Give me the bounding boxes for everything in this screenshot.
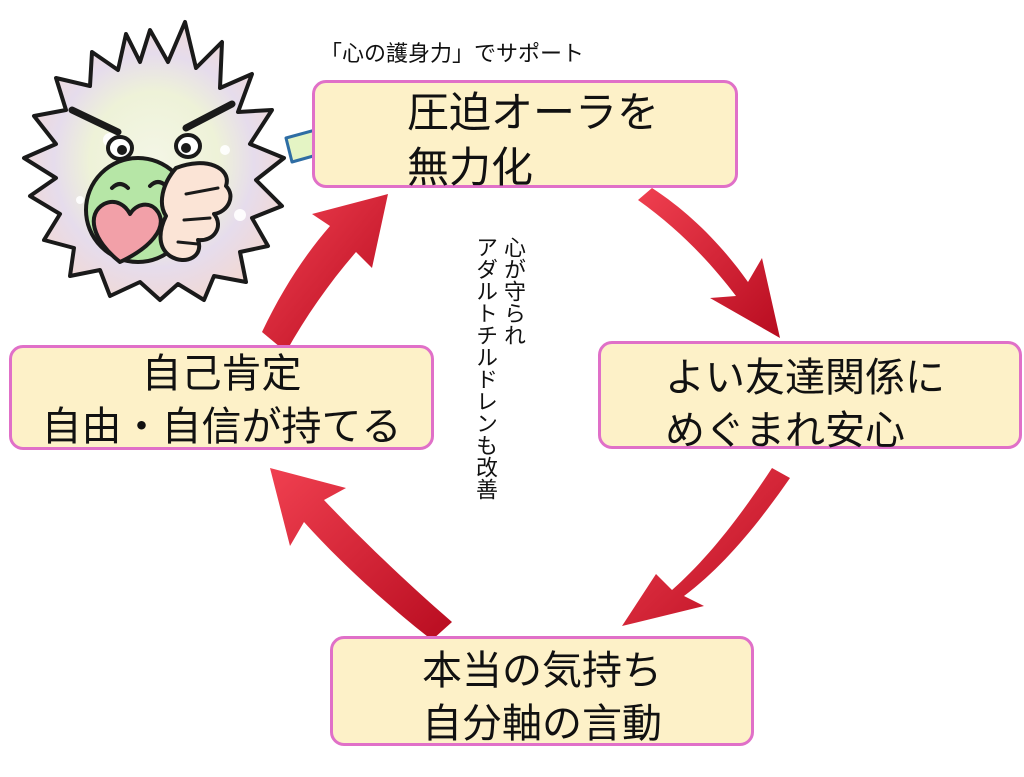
step-box-right-line1: よい友達関係に — [665, 355, 945, 401]
step-box-top-line1: 圧迫オーラを — [407, 88, 660, 137]
step-box-neutralize-pressure: 圧迫オーラを 無力化 — [312, 80, 738, 192]
step-box-left-line1: 自己肯定 — [141, 351, 302, 397]
step-box-bottom-line1: 本当の気持ち — [422, 648, 662, 694]
step-box-good-friendships: よい友達関係に めぐまれ安心 — [598, 341, 1022, 454]
step-box-self-affirmation: 自己肯定 自由・自信が持てる — [9, 345, 434, 450]
center-note: 心が守られ アダルトチルドレンも改善 — [470, 236, 526, 566]
cycle-arrow-top-to-right — [638, 188, 780, 338]
guardian-mascot-hugging-heart-icon — [22, 20, 286, 302]
support-caption: 「心の護身力」でサポート — [320, 42, 585, 67]
center-note-line1: 心が守られ — [500, 236, 525, 346]
cycle-arrow-right-to-bottom — [622, 468, 790, 626]
step-box-top-line2: 無力化 — [407, 143, 534, 193]
center-note-line2: アダルトチルドレンも改善 — [472, 236, 497, 500]
step-box-right-line2: めぐまれ安心 — [665, 407, 905, 454]
step-box-true-feelings: 本当の気持ち 自分軸の言動 — [330, 636, 754, 747]
cycle-arrow-bottom-to-left — [270, 468, 452, 640]
cycle-arrow-left-to-top — [262, 194, 388, 352]
step-box-left-line2: 自由・自信が持てる — [41, 403, 402, 450]
step-box-bottom-line2: 自分軸の言動 — [422, 700, 662, 747]
